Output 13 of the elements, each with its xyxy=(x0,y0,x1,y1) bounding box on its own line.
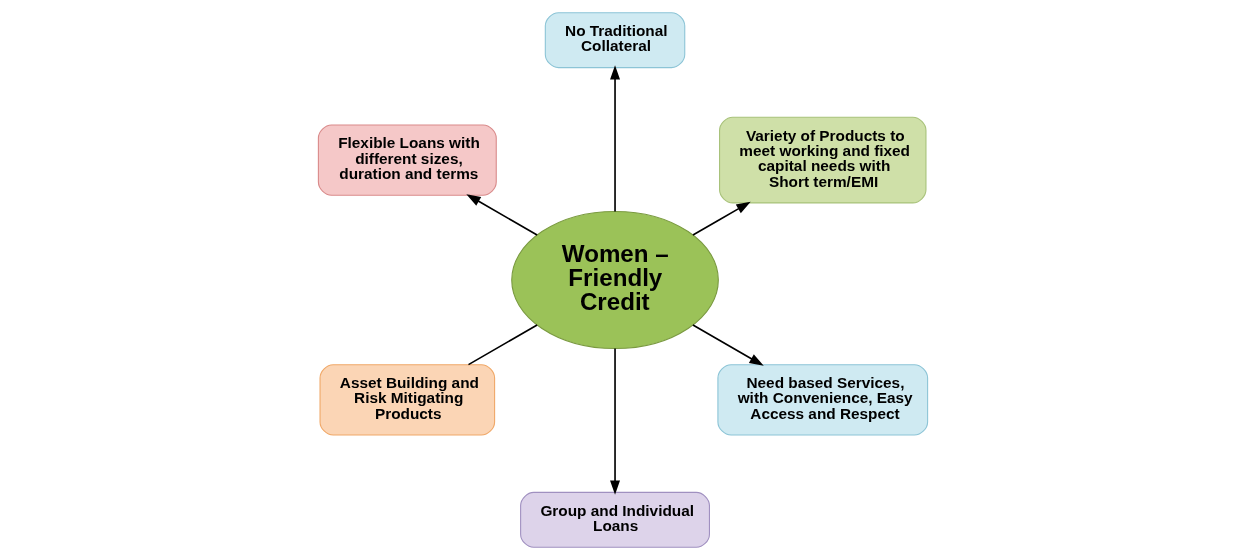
node-box: Group and Individual Loans xyxy=(520,491,710,548)
arrow xyxy=(610,65,621,213)
node-box: Need based Services, with Convenience, Easy Access and Respect xyxy=(717,364,929,436)
arrow xyxy=(466,194,538,236)
arrow xyxy=(692,201,751,236)
node-box: Asset Building and Risk Mitigating Products xyxy=(319,364,496,436)
arrow xyxy=(692,324,764,366)
arrow xyxy=(610,347,621,495)
node-box: No Traditional Collateral xyxy=(544,12,686,69)
node-ellipse: Women – Friendly Credit xyxy=(511,210,719,350)
node-box: Variety of Products to meet working and fixed capital needs with Short term/EMI xyxy=(719,116,927,204)
connector xyxy=(467,324,538,366)
node-box: Flexible Loans with different sizes, duration and terms xyxy=(317,124,497,196)
